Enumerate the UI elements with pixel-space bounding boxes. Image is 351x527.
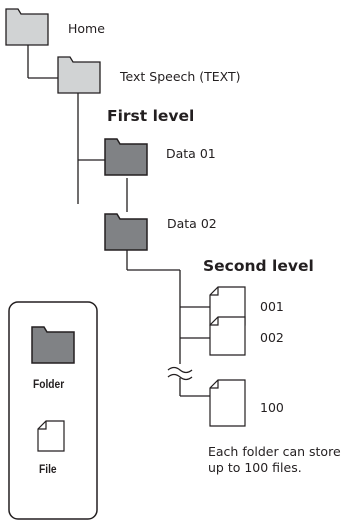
capacity-note-line-1: Each folder can store: [208, 444, 341, 459]
file-002-label: 002: [260, 330, 284, 345]
second-level-heading: Second level: [203, 257, 314, 275]
data01-folder-icon[interactable]: [104, 138, 148, 176]
home-folder-icon[interactable]: [5, 8, 49, 46]
legend-folder-label: Folder: [33, 377, 65, 391]
legend-file-icon: [37, 420, 65, 452]
file-001-label: 001: [260, 299, 284, 314]
capacity-note-line-2: up to 100 files.: [208, 460, 302, 475]
legend-box: [8, 301, 98, 520]
data02-label: Data 02: [167, 216, 217, 231]
first-level-heading: First level: [107, 107, 195, 125]
legend-folder-icon: [31, 326, 75, 364]
file-100-label: 100: [260, 400, 284, 415]
text-speech-folder-icon[interactable]: [57, 56, 101, 94]
legend-file-label: File: [39, 462, 57, 476]
text-speech-label: Text Speech (TEXT): [120, 69, 241, 84]
data01-label: Data 01: [166, 146, 216, 161]
tree-connectors: [27, 42, 210, 397]
capacity-note: Each folder can store up to 100 files.: [208, 444, 348, 476]
file-100-icon[interactable]: [209, 379, 246, 427]
data02-folder-icon[interactable]: [104, 213, 148, 251]
home-label: Home: [68, 21, 105, 36]
file-002-icon[interactable]: [209, 316, 246, 356]
